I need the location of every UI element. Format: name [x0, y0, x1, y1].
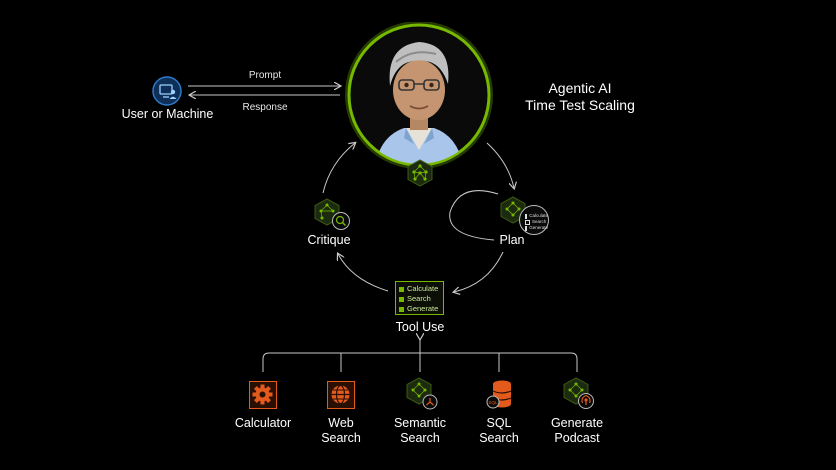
plan-label: Plan — [499, 233, 525, 247]
database-icon: SQL — [486, 380, 512, 409]
plan-loop — [449, 190, 499, 241]
podcast-icon — [563, 377, 594, 409]
tool-menu-item: Generate — [399, 304, 440, 314]
plan-node: Calculate Search Generate — [498, 196, 552, 240]
title-line-1: Agentic AI — [548, 80, 612, 96]
generate-podcast-tool — [562, 377, 596, 411]
tool-menu-item: Search — [399, 294, 440, 304]
plan-item: Calculate — [525, 213, 548, 219]
arc-critique-to-agent — [322, 143, 355, 194]
sql-search-tool: SQL — [485, 379, 515, 411]
web-search-tool — [327, 381, 355, 409]
title-line-2: Time Test Scaling — [525, 97, 635, 113]
agent-cube-icon — [406, 159, 434, 187]
critique-cube-icon — [314, 198, 350, 230]
user-machine-node — [152, 76, 182, 106]
plan-checklist-badge: Calculate Search Generate — [519, 205, 549, 235]
plan-item: Generate — [525, 225, 548, 231]
tool-label-calculator: Calculator — [234, 416, 292, 430]
calculator-tool — [249, 381, 277, 409]
computer-user-icon — [152, 76, 182, 106]
plan-item: Search — [525, 219, 548, 225]
globe-icon — [331, 384, 350, 405]
agent-avatar — [344, 21, 494, 172]
tool-menu: Calculate Search Generate — [395, 281, 444, 315]
user-machine-label: User or Machine — [121, 107, 214, 121]
tool-use-label: Tool Use — [395, 320, 445, 334]
semantic-search-tool — [405, 377, 439, 411]
tool-menu-item: Calculate — [399, 284, 440, 294]
prompt-label: Prompt — [248, 70, 282, 81]
svg-text:SQL: SQL — [488, 400, 498, 405]
response-label: Response — [242, 102, 288, 113]
network-cube-icon — [406, 377, 438, 410]
critique-label: Critique — [307, 233, 351, 247]
arc-tool-to-critique — [338, 254, 389, 292]
arc-agent-to-plan — [486, 142, 514, 188]
gear-icon — [252, 384, 273, 405]
avatar-portrait — [345, 21, 493, 169]
arc-plan-to-tool — [454, 251, 504, 292]
critique-node — [312, 198, 352, 232]
